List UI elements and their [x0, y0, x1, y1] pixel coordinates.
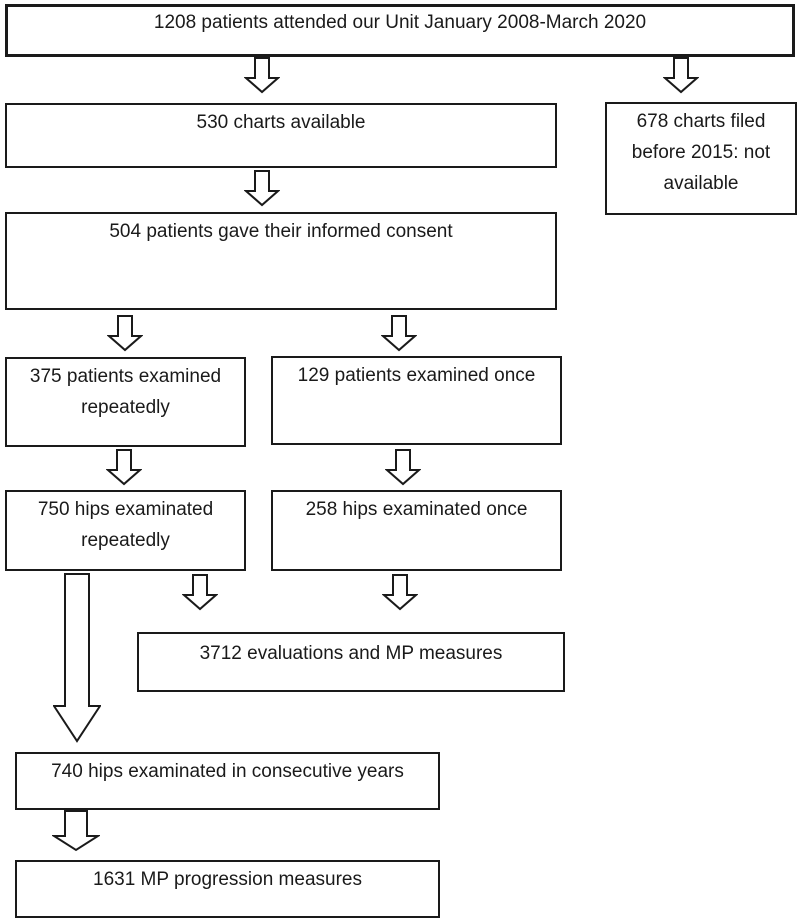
down-arrow-icon — [244, 170, 280, 207]
down-arrow-icon — [385, 449, 421, 486]
node-504-informed-consent: 504 patients gave their informed consent — [5, 212, 557, 310]
node-3712-evaluations: 3712 evaluations and MP measures — [137, 632, 565, 692]
node-750-hips-repeatedly: 750 hips examinated repeatedly — [5, 490, 246, 571]
down-arrow-icon — [107, 315, 143, 352]
node-678-charts-not-available: 678 charts filed before 2015: not availa… — [605, 102, 797, 215]
down-arrow-icon — [382, 574, 418, 611]
down-arrow-icon — [381, 315, 417, 352]
node-530-charts-available: 530 charts available — [5, 103, 557, 168]
node-375-patients-repeatedly: 375 patients examined repeatedly — [5, 357, 246, 447]
node-258-hips-once: 258 hips examinated once — [271, 490, 562, 571]
node-740-hips-consecutive-years: 740 hips examinated in consecutive years — [15, 752, 440, 810]
down-arrow-icon — [244, 57, 280, 94]
node-1631-mp-progression: 1631 MP progression measures — [15, 860, 440, 918]
node-1208-patients-attended: 1208 patients attended our Unit January … — [5, 4, 795, 57]
long-down-arrow-icon — [53, 573, 101, 743]
down-arrow-icon — [182, 574, 218, 611]
down-arrow-icon — [52, 810, 100, 852]
down-arrow-icon — [106, 449, 142, 486]
node-129-patients-once: 129 patients examined once — [271, 356, 562, 445]
down-arrow-icon — [663, 57, 699, 94]
